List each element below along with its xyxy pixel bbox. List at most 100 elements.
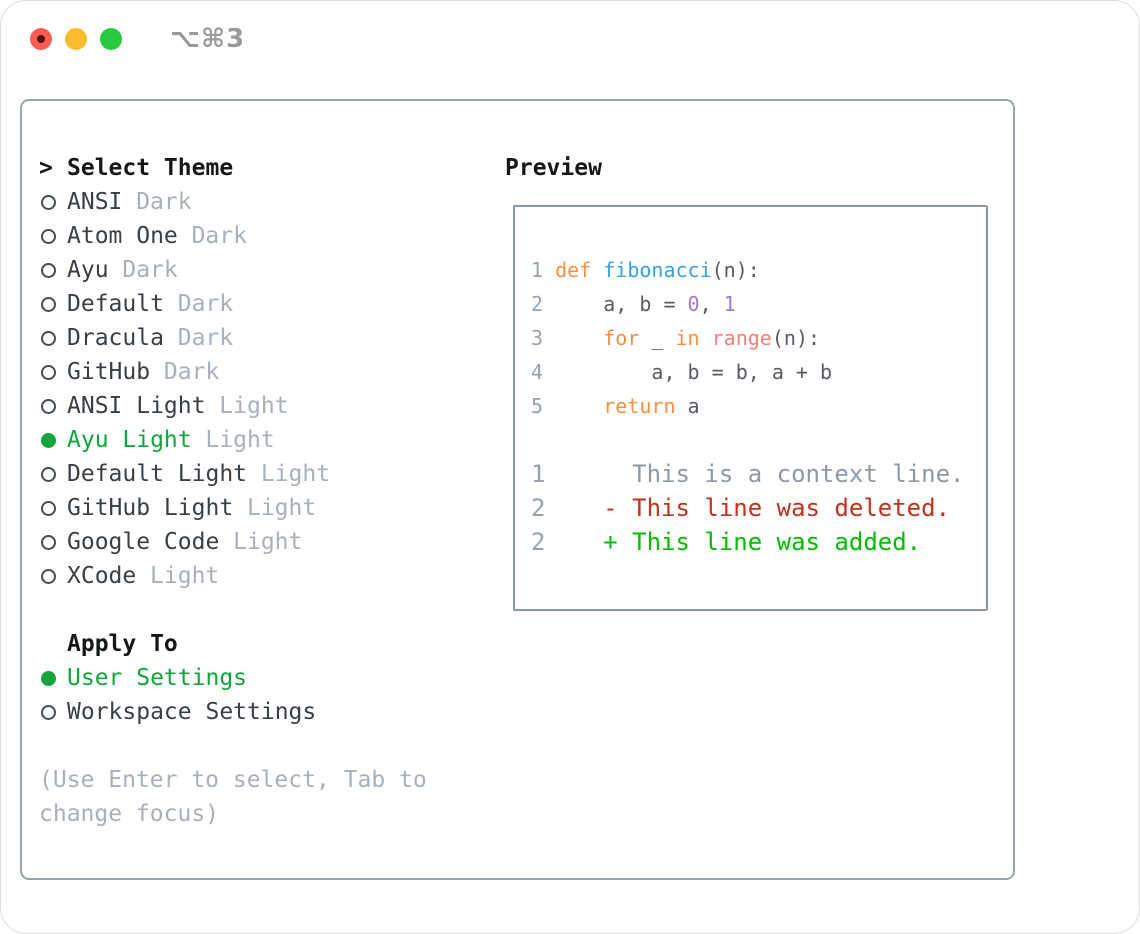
theme-name: Google Code (67, 529, 220, 555)
radio-circle (41, 534, 56, 550)
radio-unselected-icon (39, 330, 67, 346)
window-title: ⌥⌘3 (170, 24, 246, 54)
code-token: a, b = (555, 292, 688, 316)
spacer (39, 729, 479, 763)
apply-to-header: Apply To (39, 627, 479, 661)
radio-circle (41, 432, 56, 448)
theme-name: GitHub Light (67, 495, 234, 521)
theme-variant-tag: Dark (191, 223, 247, 249)
radio-circle (41, 500, 56, 516)
line-number: 2 (531, 494, 546, 522)
line-number: 5 (531, 394, 544, 418)
help-text: (Use Enter to select, Tab to change focu… (39, 767, 427, 827)
code-line: 4 a, b = b, a + b (531, 355, 986, 389)
theme-option-ayu[interactable]: Ayu Dark (39, 253, 479, 287)
code-token: fibonacci (603, 258, 712, 282)
code-token (555, 326, 603, 350)
theme-name: Default Light (67, 461, 248, 487)
preview-header-label: Preview (505, 155, 602, 181)
diff-text: - This line was deleted. (545, 494, 951, 522)
theme-name: Dracula (67, 325, 164, 351)
theme-option-ayu-light[interactable]: Ayu Light Light (39, 423, 479, 457)
radio-selected-icon (39, 432, 67, 448)
radio-circle (41, 568, 56, 584)
radio-unselected-icon (39, 534, 67, 550)
theme-option-default-light[interactable]: Default Light Light (39, 457, 479, 491)
radio-circle (41, 670, 56, 686)
theme-option-xcode[interactable]: XCode Light (39, 559, 479, 593)
radio-unselected-icon (39, 398, 67, 414)
code-token: def (555, 258, 604, 282)
code-line: 3 for _ in range(n): (531, 321, 986, 355)
code-token: 0 (687, 292, 700, 316)
theme-name: ANSI (67, 189, 123, 215)
diff-line-context: 1 This is a context line. (531, 457, 986, 491)
minimize-button-icon[interactable] (65, 28, 87, 50)
apply-option-label: Workspace Settings (67, 699, 317, 725)
line-number: 1 (531, 460, 546, 488)
theme-name: Ayu Light (67, 427, 192, 453)
code-token: a (675, 394, 700, 418)
radio-circle (41, 194, 56, 210)
code-token: return (603, 394, 676, 418)
theme-name: Ayu (67, 257, 109, 283)
diff-line-deleted: 2 - This line was deleted. (531, 491, 986, 525)
radio-circle (41, 296, 56, 312)
line-number: 2 (531, 528, 546, 556)
code-line: 5 return a (531, 389, 986, 423)
diff-text: This is a context line. (545, 460, 965, 488)
apply-option-workspace-settings[interactable]: Workspace Settings (39, 695, 479, 729)
cursor-prompt-icon: > (39, 155, 53, 181)
theme-option-atom-one[interactable]: Atom One Dark (39, 219, 479, 253)
theme-variant-tag: Light (150, 563, 220, 589)
code-token (700, 326, 712, 350)
radio-circle (41, 262, 56, 278)
theme-variant-tag: Dark (163, 359, 220, 385)
zoom-button-icon[interactable] (100, 28, 122, 50)
title-bar: ⌥⌘3 (30, 24, 246, 54)
select-theme-header-label: Select Theme (67, 155, 234, 181)
line-number: 2 (531, 292, 544, 316)
code-token (555, 394, 603, 418)
radio-circle (41, 330, 56, 346)
theme-variant-tag: Light (233, 529, 303, 555)
theme-option-default[interactable]: Default Dark (39, 287, 479, 321)
theme-option-google-code[interactable]: Google Code Light (39, 525, 479, 559)
theme-name: Atom One (67, 223, 178, 249)
radio-unselected-icon (39, 194, 67, 210)
theme-variant-tag: Dark (122, 257, 178, 283)
theme-variant-tag: Light (205, 427, 275, 453)
theme-variant-tag: Dark (177, 291, 234, 317)
line-number: 4 (531, 360, 544, 384)
radio-unselected-icon (39, 364, 67, 380)
code-token: _ (639, 326, 676, 350)
theme-name: XCode (67, 563, 137, 589)
theme-variant-tag: Light (246, 495, 317, 521)
radio-circle (41, 398, 56, 414)
theme-name: Default (67, 291, 164, 317)
code-line: 2 a, b = 0, 1 (531, 287, 986, 321)
radio-unselected-icon (39, 704, 67, 720)
diff-preview-sample: 1 This is a context line.2 - This line w… (531, 457, 986, 559)
close-button-icon[interactable] (30, 28, 52, 50)
apply-option-label: User Settings (67, 665, 248, 691)
radio-circle (41, 466, 56, 482)
apply-option-user-settings[interactable]: User Settings (39, 661, 479, 695)
radio-circle (41, 364, 56, 380)
radio-circle (41, 228, 56, 244)
code-token: , (699, 292, 724, 316)
theme-option-github-light[interactable]: GitHub Light Light (39, 491, 479, 525)
theme-variant-tag: Light (260, 461, 331, 487)
